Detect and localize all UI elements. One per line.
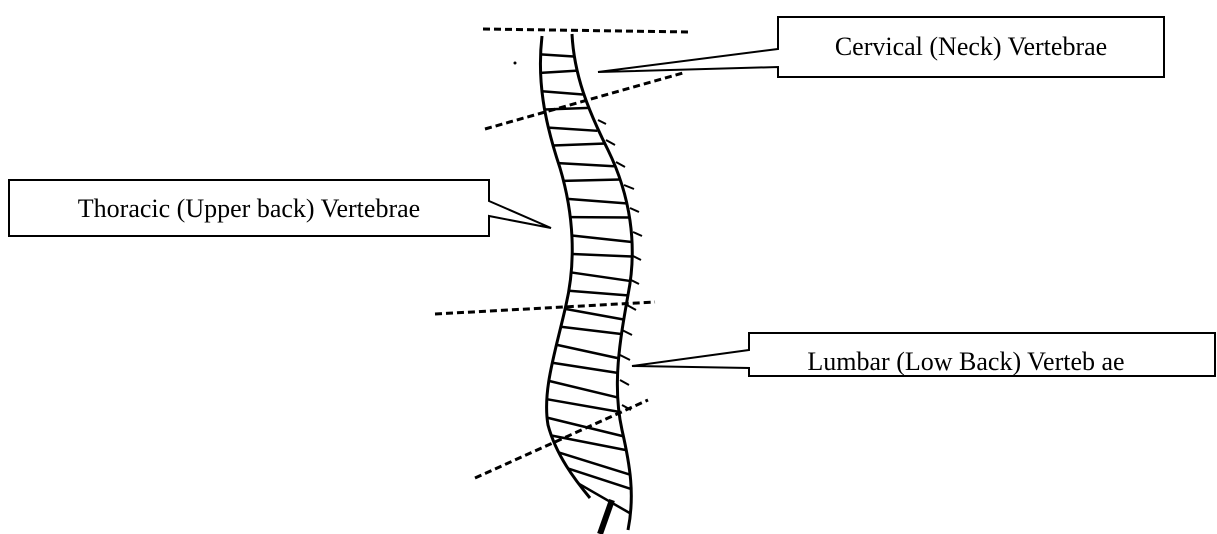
callout-cervical: Cervical (Neck) Vertebrae bbox=[598, 17, 1164, 77]
coccyx-tail bbox=[600, 500, 612, 534]
vertebra-line bbox=[549, 381, 618, 398]
callout-lumbar: Lumbar (Low Back) Verteb ae bbox=[632, 333, 1215, 376]
vertebra-line bbox=[542, 91, 583, 94]
vertebra-line bbox=[572, 236, 632, 242]
vertebra-line bbox=[547, 418, 623, 436]
vertebra-line bbox=[553, 143, 606, 145]
divider-lumbar-sacral bbox=[475, 400, 648, 478]
vertebra-line bbox=[558, 163, 614, 166]
vertebra-line bbox=[572, 254, 632, 257]
vertebra-line bbox=[541, 54, 574, 56]
callout-thoracic-label: Thoracic (Upper back) Vertebrae bbox=[78, 194, 420, 223]
vertebra-line bbox=[541, 71, 578, 73]
vertebra-line bbox=[545, 108, 590, 110]
divider-cervical-thoracic bbox=[485, 73, 683, 129]
vertebra-line bbox=[571, 272, 630, 281]
vertebra-line bbox=[547, 399, 619, 412]
vertebra-line bbox=[551, 436, 626, 451]
callout-thoracic: Thoracic (Upper back) Vertebrae bbox=[9, 180, 551, 236]
vertebra-line bbox=[548, 128, 597, 131]
stray-dot bbox=[514, 62, 517, 65]
callout-lumbar-label: Lumbar (Low Back) Verteb ae bbox=[807, 347, 1124, 376]
callout-cervical-label: Cervical (Neck) Vertebrae bbox=[835, 32, 1107, 61]
vertebra-line bbox=[578, 484, 630, 514]
vertebra-line bbox=[556, 345, 618, 359]
vertebra-line bbox=[561, 327, 621, 334]
divider-top bbox=[483, 29, 690, 32]
vertebra-line bbox=[569, 291, 628, 296]
vertebra-line bbox=[552, 363, 617, 373]
divider-thoracic-lumbar bbox=[435, 302, 655, 314]
vertebra-line bbox=[567, 199, 626, 203]
vertebra-line bbox=[564, 180, 621, 181]
vertebra-line bbox=[565, 309, 624, 320]
region-dividers bbox=[435, 29, 690, 478]
